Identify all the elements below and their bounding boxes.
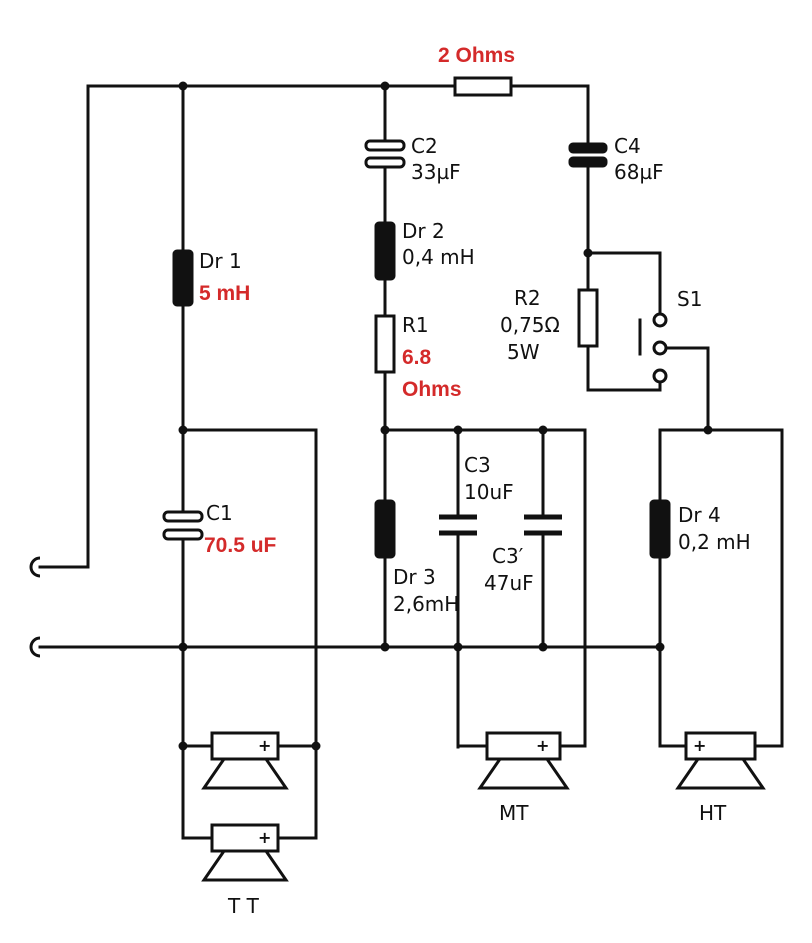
dr2-name: Dr 2 xyxy=(402,219,445,243)
c2-value: 33µF xyxy=(411,160,461,184)
capacitor-c1 xyxy=(162,510,204,541)
speaker-tt-upper: + xyxy=(201,731,289,790)
svg-text:+: + xyxy=(693,736,706,755)
c1-name: C1 xyxy=(206,501,233,525)
dr1-value: 5 mH xyxy=(199,282,250,305)
junctions xyxy=(178,81,713,751)
resistor-r2 xyxy=(577,288,599,348)
capacitor-c4 xyxy=(568,142,608,168)
input-terminal-ground xyxy=(29,636,41,658)
dr3-value: 2,6mH xyxy=(393,592,459,616)
c3-prime-value: 47uF xyxy=(484,571,534,595)
c4-value: 68µF xyxy=(614,160,664,184)
r1-name: R1 xyxy=(402,313,429,337)
inductor-dr4 xyxy=(649,499,671,559)
label-mt: MT xyxy=(499,801,529,825)
dr1-name: Dr 1 xyxy=(199,249,242,273)
c3-name: C3 xyxy=(464,453,491,477)
svg-text:+: + xyxy=(258,736,271,755)
svg-text:+: + xyxy=(258,828,271,847)
c4-name: C4 xyxy=(614,134,641,158)
dr4-name: Dr 4 xyxy=(678,503,721,527)
input-terminal-positive xyxy=(29,556,41,578)
speaker-ht: + xyxy=(675,731,766,790)
capacitor-c3 xyxy=(439,514,477,536)
r2-name: R2 xyxy=(514,286,541,310)
r2-power: 5W xyxy=(507,340,540,364)
speaker-mt: + xyxy=(477,731,570,790)
dr2-value: 0,4 mH xyxy=(402,245,475,269)
inductor-dr1 xyxy=(172,249,194,307)
series-resistor-value: 2 Ohms xyxy=(438,44,515,67)
wires xyxy=(38,84,784,840)
r1-value-line1: 6.8 xyxy=(402,346,432,369)
dr3-name: Dr 3 xyxy=(393,565,436,589)
capacitor-c2 xyxy=(364,139,406,169)
dr4-value: 0,2 mH xyxy=(678,530,751,554)
c3-prime-name: C3′ xyxy=(492,544,524,568)
svg-text:+: + xyxy=(536,736,549,755)
inductor-dr3 xyxy=(374,499,396,559)
c3-value: 10uF xyxy=(464,480,514,504)
resistor-r1 xyxy=(374,314,396,374)
label-ht: HT xyxy=(699,801,727,825)
label-tt: T T xyxy=(227,894,260,918)
c1-value: 70.5 uF xyxy=(204,534,277,557)
switch-s1 xyxy=(638,312,668,384)
speaker-tt-lower: + xyxy=(201,823,289,882)
r2-value: 0,75Ω xyxy=(500,313,560,337)
r1-value-line2: Ohms xyxy=(402,378,462,401)
series-resistor xyxy=(453,76,513,97)
capacitor-c3-prime xyxy=(524,514,562,536)
inductor-dr2 xyxy=(374,221,396,281)
s1-name: S1 xyxy=(677,287,702,311)
c2-name: C2 xyxy=(411,134,438,158)
